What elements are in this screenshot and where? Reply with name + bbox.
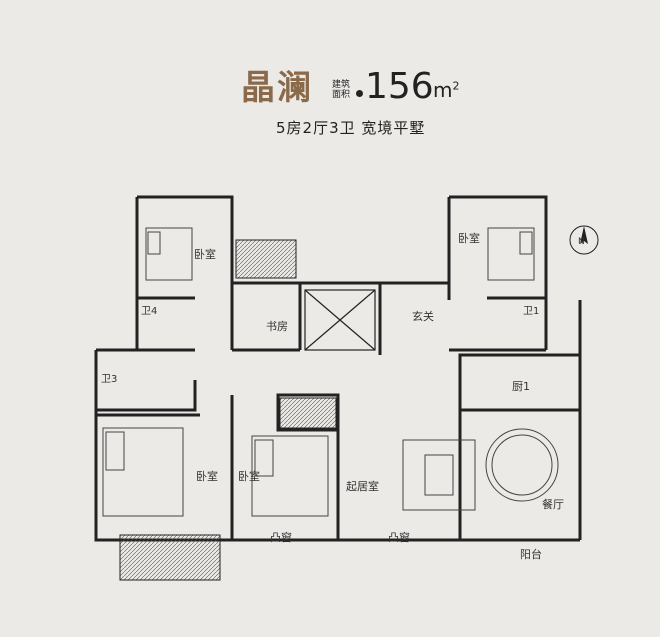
room-bay-window-1: 凸窗 <box>270 530 292 544</box>
room-living: 起居室 <box>346 479 379 493</box>
room-bay-window-2: 凸窗 <box>388 530 410 544</box>
room-bedroom-top-right: 卧室 <box>458 231 480 245</box>
bullet-dot <box>356 90 363 97</box>
room-bedroom-top-left: 卧室 <box>194 247 216 261</box>
bed-top-left <box>145 227 193 281</box>
room-study: 书房 <box>266 320 288 333</box>
compass-label: N <box>578 237 585 247</box>
floor-plan: N 卧室 卧室 书房 玄关 卫4 卫1 卫3 厨1 卧室 卧室 起居室 餐厅 阳… <box>94 195 599 581</box>
area-label: 建筑面积 <box>332 80 351 100</box>
hatched-balcony-bottom <box>119 534 221 581</box>
layout-subtitle: 5房2厅3卫 宽境平墅 <box>276 119 426 137</box>
room-bath1: 卫1 <box>523 306 539 317</box>
area-unit-sup: 2 <box>452 79 460 93</box>
bed-bottom-mid <box>251 435 329 517</box>
room-bedroom-bottom-mid: 卧室 <box>238 469 260 483</box>
walls <box>94 195 582 542</box>
room-bath3: 卫3 <box>101 374 117 385</box>
room-dining: 餐厅 <box>542 497 564 511</box>
room-balcony: 阳台 <box>520 547 542 561</box>
area-unit: m2 <box>433 78 459 102</box>
room-kitchen: 厨1 <box>512 380 530 393</box>
sofa-set <box>402 439 476 511</box>
unit-name: 晶澜 <box>241 68 313 108</box>
bed-top-right <box>487 227 535 281</box>
dining-table <box>485 428 559 502</box>
area-value: 156 <box>365 66 434 107</box>
room-bedroom-bottom-left: 卧室 <box>196 469 218 483</box>
bed-bottom-left <box>102 427 184 517</box>
header: 晶澜 建筑面积 156 m2 5房2厅3卫 宽境平墅 <box>0 0 660 150</box>
room-bath4: 卫4 <box>141 306 157 317</box>
hatched-wardrobe <box>279 397 337 429</box>
hatched-balcony-top <box>235 239 297 279</box>
area-unit-base: m <box>433 78 453 102</box>
elevator-shaft <box>304 289 376 351</box>
room-entrance: 玄关 <box>412 309 434 323</box>
compass-icon <box>569 225 599 255</box>
